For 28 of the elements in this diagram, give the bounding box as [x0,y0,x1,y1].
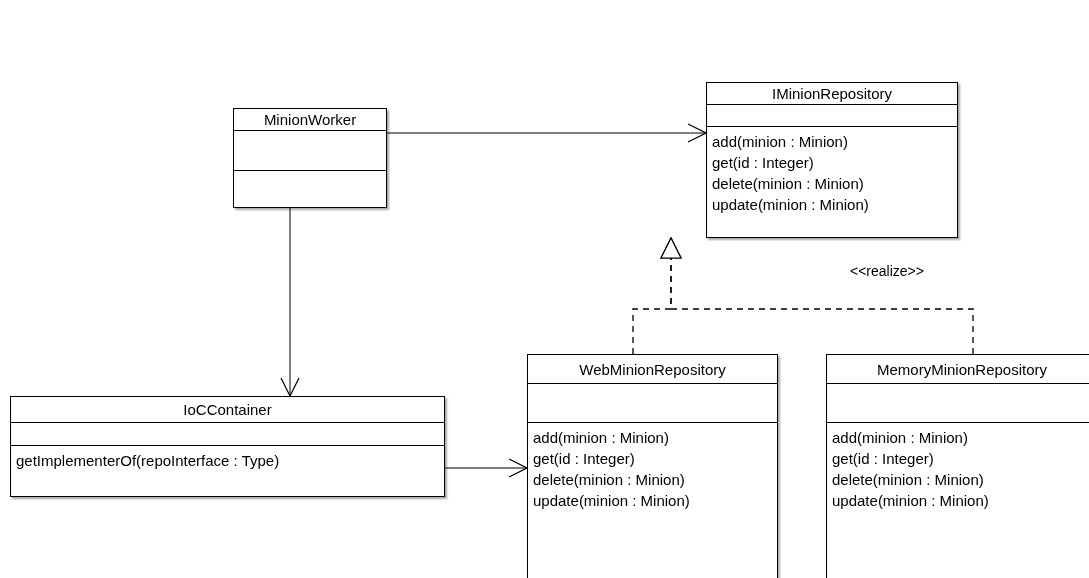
method-signature: delete(minion : Minion) [712,174,865,194]
association-arrow [386,123,707,143]
method-signature: update(minion : Minion) [832,491,990,511]
class-name: IMinionRepository [771,84,893,104]
method-signature: add(minion : Minion) [712,132,849,152]
method-signature: get(id : Integer) [832,449,935,469]
method-signature: delete(minion : Minion) [533,470,686,490]
edge-label: <<realize>> [848,263,926,279]
method-signature: add(minion : Minion) [533,428,670,448]
method-signature: getImplementerOf(repoInterface : Type) [16,451,281,471]
method-signature: add(minion : Minion) [832,428,969,448]
class-box [527,354,778,578]
association-arrow [444,458,528,478]
class-name: WebMinionRepository [579,359,726,380]
class-box [10,396,445,497]
method-signature: update(minion : Minion) [712,195,870,215]
class-name: MemoryMinionRepository [876,359,1048,380]
method-signature: get(id : Integer) [712,153,815,173]
method-signature: delete(minion : Minion) [832,470,985,490]
class-box [706,82,958,238]
class-name: IoCContainer [183,400,272,420]
method-signature: update(minion : Minion) [533,491,691,511]
class-box [826,354,1089,578]
association-arrow [280,207,300,397]
method-signature: get(id : Integer) [533,449,636,469]
realization-arrow [660,237,974,355]
class-box [233,108,387,208]
class-name: MinionWorker [263,110,357,130]
